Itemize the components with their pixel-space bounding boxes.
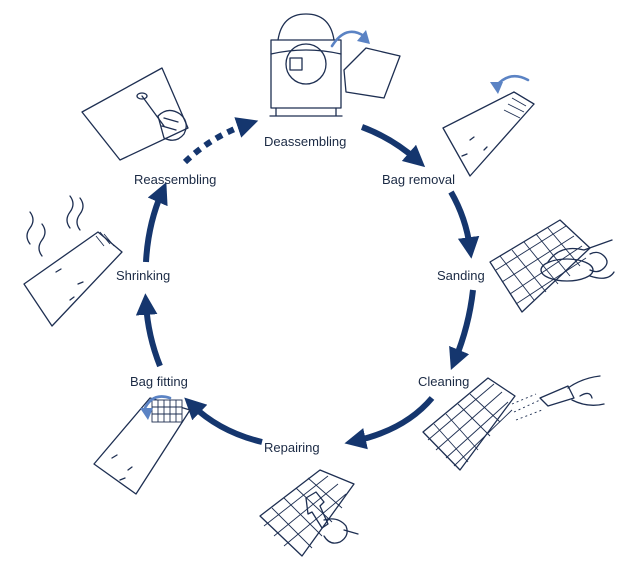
label-sanding: Sanding [437, 268, 485, 283]
arrow-cleaning-to-repairing [344, 396, 435, 450]
label-bag-fitting: Bag fitting [130, 374, 188, 389]
air-gun-cleaning-icon [422, 375, 605, 471]
arrow-bag-fitting-to-shrinking [135, 293, 163, 368]
label-deassembling: Deassembling [264, 134, 347, 149]
cycle-arrows [135, 117, 480, 450]
screwdriver-reassembly-icon [81, 67, 189, 161]
arrow-reassembling-to-deassembling-dashed [182, 117, 259, 165]
label-cleaning: Cleaning [418, 374, 470, 389]
heat-shrinking-icon [23, 195, 123, 327]
arrow-deassembling-to-bag-removal [360, 124, 426, 168]
label-bag-removal: Bag removal [382, 172, 455, 187]
bag-fitting-icon [93, 395, 191, 495]
sanding-hand-icon [489, 219, 615, 313]
label-shrinking: Shrinking [116, 268, 171, 283]
label-reassembling: Reassembling [134, 172, 217, 187]
bag-removal-icon [442, 74, 535, 177]
arrow-repairing-to-bag-fitting [184, 397, 263, 445]
arrow-sanding-to-cleaning [449, 289, 476, 370]
wrench-repair-icon [259, 469, 359, 557]
label-repairing: Repairing [264, 440, 320, 455]
machine-open-lid-icon [269, 13, 401, 117]
arrow-bag-removal-to-sanding [448, 190, 480, 259]
arrow-shrinking-to-reassembling [143, 182, 168, 263]
